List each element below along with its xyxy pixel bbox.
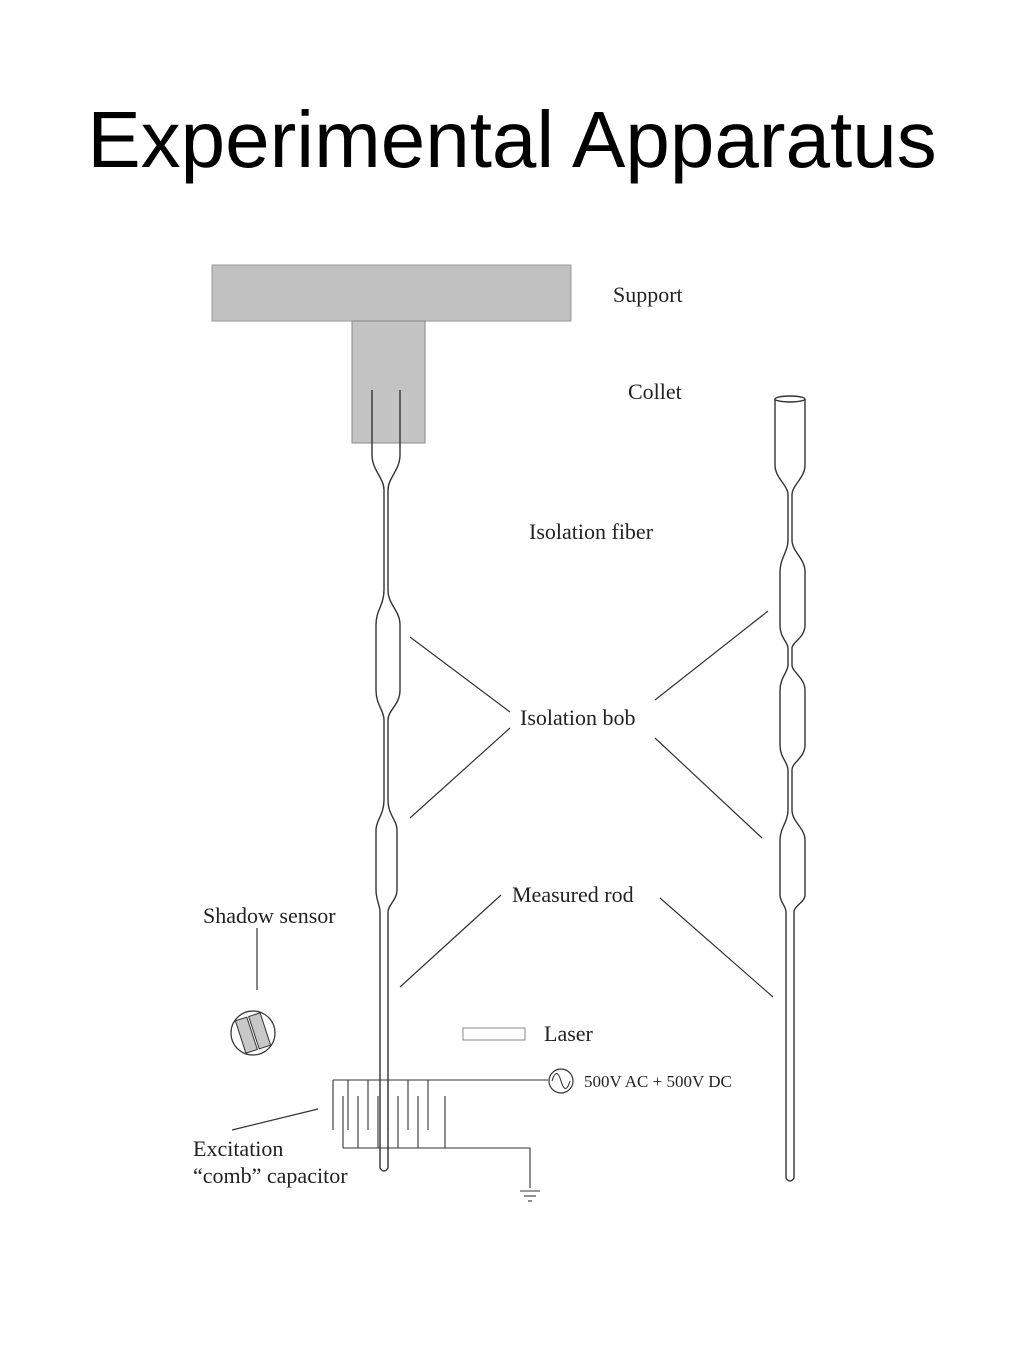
slide-title: Experimental Apparatus bbox=[87, 95, 937, 184]
label-support: Support bbox=[613, 282, 683, 307]
laser-icon bbox=[462, 1027, 526, 1041]
left-pendulum bbox=[371, 390, 401, 1172]
comb-capacitor bbox=[332, 1079, 548, 1188]
label-isolation-fiber: Isolation fiber bbox=[529, 519, 654, 544]
label-excitation-line2: “comb” capacitor bbox=[193, 1163, 348, 1188]
label-excitation-line1: Excitation bbox=[193, 1136, 283, 1161]
collet-block bbox=[351, 320, 426, 444]
label-collet: Collet bbox=[628, 379, 682, 404]
support-plate bbox=[211, 264, 572, 322]
label-voltage: 500V AC + 500V DC bbox=[584, 1072, 732, 1091]
shadow-sensor-icon bbox=[230, 1010, 276, 1056]
ac-source-icon bbox=[548, 1068, 574, 1094]
label-laser: Laser bbox=[544, 1021, 594, 1046]
pointer-lines bbox=[231, 610, 774, 1131]
right-pendulum bbox=[774, 395, 806, 1182]
label-isolation-bob: Isolation bob bbox=[520, 705, 636, 730]
ground-icon bbox=[520, 1190, 540, 1202]
label-shadow-sensor: Shadow sensor bbox=[203, 903, 336, 928]
label-measured-rod: Measured rod bbox=[512, 882, 634, 907]
